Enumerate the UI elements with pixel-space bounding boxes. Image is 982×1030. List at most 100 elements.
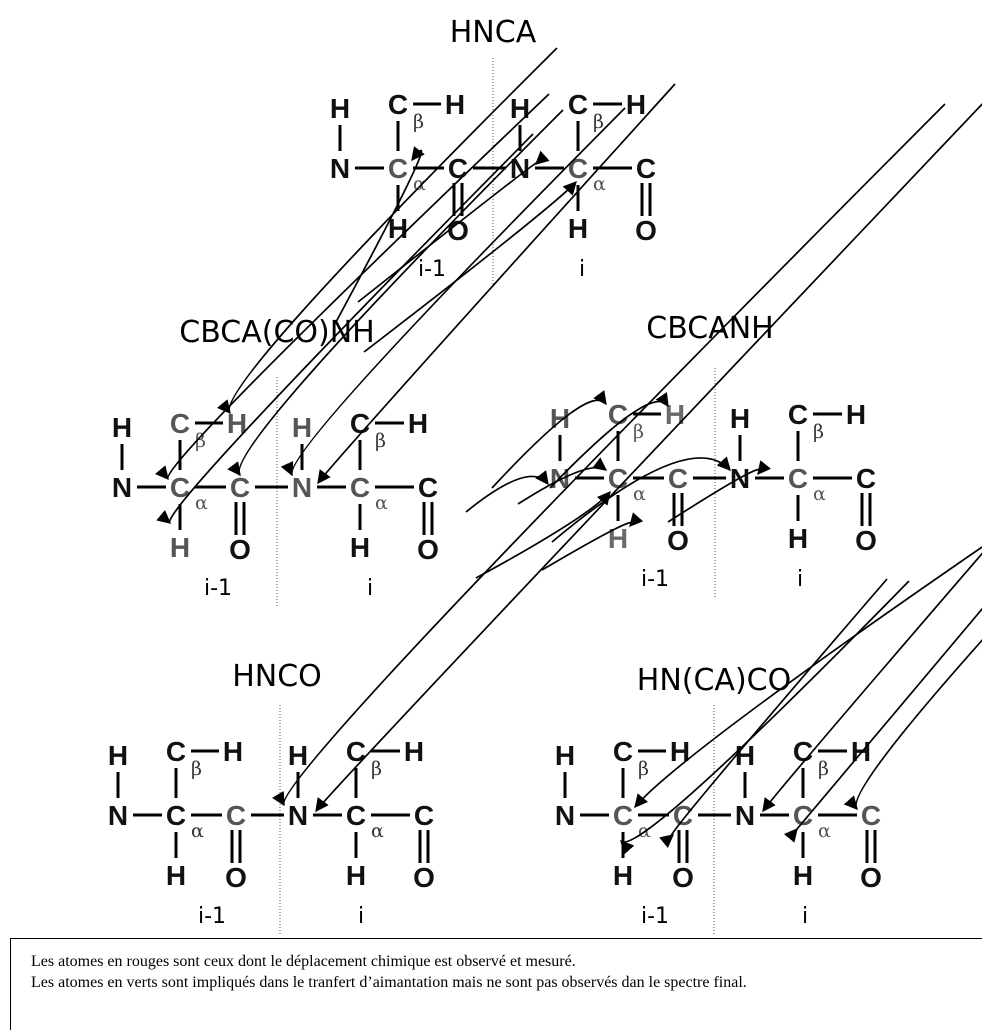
- transfer-arrow: [491, 390, 607, 489]
- atom-c: C: [608, 399, 628, 430]
- transfer-arrow: [280, 107, 626, 477]
- alpha-label: α: [633, 483, 646, 505]
- transfer-arrow: [272, 103, 946, 807]
- atom-n: N: [510, 153, 530, 184]
- alpha-label: α: [195, 492, 208, 514]
- atom-c: C: [350, 472, 370, 503]
- atom-c: C: [673, 800, 693, 831]
- atom-c: C: [568, 153, 588, 184]
- atom-c: C: [793, 800, 813, 831]
- alpha-label: α: [375, 492, 388, 514]
- transfer-arrow: [156, 133, 534, 524]
- transfer-arrow: [541, 512, 644, 571]
- atom-h: H: [670, 736, 690, 767]
- transfer-arrow: [659, 578, 888, 849]
- transfer-arrow: [465, 470, 549, 513]
- atom-h: H: [665, 399, 685, 430]
- atom-n: N: [288, 800, 308, 831]
- atom-h: H: [223, 736, 243, 767]
- transfer-arrow: [783, 607, 982, 843]
- beta-label: β: [371, 758, 382, 780]
- atom-h: H: [108, 740, 128, 771]
- atom-o: O: [667, 525, 689, 556]
- atom-c: C: [346, 800, 366, 831]
- transfer-arrow: [620, 580, 910, 855]
- atom-c: C: [170, 472, 190, 503]
- residue-label-curr: i: [367, 576, 373, 601]
- atom-c: C: [414, 800, 434, 831]
- transfer-arrow: [217, 47, 558, 415]
- atom-h: H: [730, 403, 750, 434]
- transfer-arrow: [335, 146, 425, 323]
- atom-c: C: [793, 736, 813, 767]
- alpha-label: α: [371, 820, 384, 842]
- alpha-label: α: [813, 483, 826, 505]
- transfer-arrow: [155, 93, 550, 481]
- residue-label-prev: i-1: [641, 904, 669, 929]
- atom-h: H: [846, 399, 866, 430]
- atom-c: C: [418, 472, 438, 503]
- atom-h: H: [445, 89, 465, 120]
- atom-n: N: [292, 472, 312, 503]
- transfer-arrow: [843, 639, 982, 811]
- atom-c: C: [346, 736, 366, 767]
- atom-h: H: [568, 213, 588, 244]
- atom-h: H: [788, 523, 808, 554]
- atom-h: H: [112, 412, 132, 443]
- atom-c: C: [856, 463, 876, 494]
- atom-c: C: [668, 463, 688, 494]
- alpha-label: α: [191, 820, 204, 842]
- transfer-arrow: [317, 83, 676, 485]
- atom-c: C: [608, 463, 628, 494]
- atom-h: H: [350, 532, 370, 563]
- atom-n: N: [112, 472, 132, 503]
- atom-h: H: [510, 93, 530, 124]
- atom-c: C: [350, 408, 370, 439]
- atom-h: H: [166, 860, 186, 891]
- atom-h: H: [613, 860, 633, 891]
- residue-label-prev: i-1: [418, 257, 446, 282]
- atom-o: O: [417, 534, 439, 565]
- beta-label: β: [638, 758, 649, 780]
- atom-n: N: [108, 800, 128, 831]
- transfer-arrow: [549, 392, 669, 489]
- atom-h: H: [288, 740, 308, 771]
- atom-h: H: [388, 213, 408, 244]
- atom-n: N: [330, 153, 350, 184]
- atom-c: C: [636, 153, 656, 184]
- panel-title: HNCA: [450, 15, 537, 50]
- atom-h: H: [170, 532, 190, 563]
- residue-label-curr: i: [802, 904, 808, 929]
- transfer-arrow: [634, 546, 982, 809]
- atom-h: H: [404, 736, 424, 767]
- transfer-arrow: [315, 102, 982, 813]
- beta-label: β: [375, 430, 386, 452]
- residue-label-curr: i: [797, 567, 803, 592]
- atom-c: C: [613, 736, 633, 767]
- beta-label: β: [191, 758, 202, 780]
- atom-n: N: [735, 800, 755, 831]
- legend-line-transfer: Les atomes en verts sont impliqués dans …: [31, 974, 747, 991]
- beta-label: β: [413, 111, 424, 133]
- atom-o: O: [860, 862, 882, 893]
- residue-label-prev: i-1: [641, 567, 669, 592]
- transfer-arrow: [762, 552, 982, 813]
- transfer-arrow: [517, 457, 608, 505]
- atom-c: C: [166, 736, 186, 767]
- atom-c: C: [170, 408, 190, 439]
- transfer-arrow: [551, 456, 731, 543]
- transfer-arrow: [227, 109, 564, 477]
- atom-c: C: [166, 800, 186, 831]
- atom-h: H: [793, 860, 813, 891]
- alpha-label: α: [593, 173, 606, 195]
- atom-h: H: [550, 403, 570, 434]
- alpha-label: α: [818, 820, 831, 842]
- residue-label-prev: i-1: [198, 904, 226, 929]
- legend-box: Les atomes en rouges sont ceux dont le d…: [10, 938, 982, 1030]
- beta-label: β: [195, 430, 206, 452]
